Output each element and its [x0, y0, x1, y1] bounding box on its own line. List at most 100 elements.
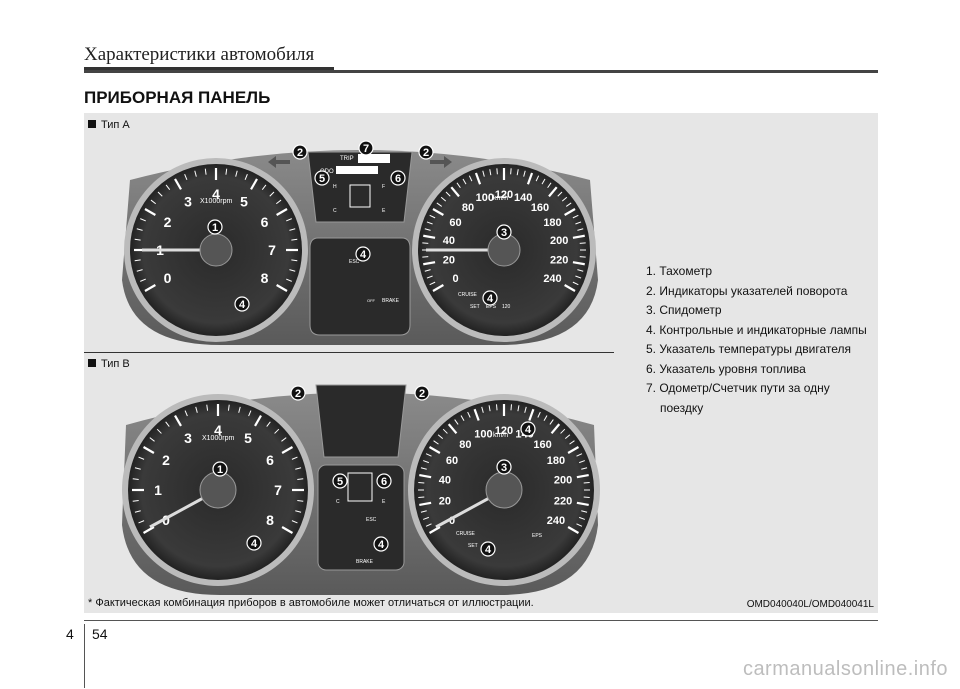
temp-b-c-label: C — [336, 499, 340, 505]
speedo-number: 80 — [462, 202, 474, 214]
tach-tick — [184, 174, 188, 180]
speedo-number: 240 — [543, 273, 561, 285]
callout-marker: 6 — [376, 473, 392, 489]
speedo-ticks — [422, 168, 586, 292]
footer-rule — [84, 620, 878, 621]
tach-b-tick — [291, 456, 298, 460]
legend-item: 7. Одометр/Счетчик пути за одну — [646, 381, 830, 395]
speedo-b-number: 40 — [439, 474, 451, 486]
tach-b-tick — [227, 404, 230, 411]
tach-b-tick — [274, 428, 280, 434]
tach-tick — [250, 178, 258, 190]
tach-tick — [157, 191, 163, 197]
footnote: * Фактическая комбинация приборов в авто… — [88, 597, 534, 609]
tach-b-tick — [165, 421, 170, 427]
speedo-tick — [422, 242, 429, 244]
callout-marker: 4 — [355, 246, 371, 262]
set-b-indicator: SET — [468, 543, 478, 549]
speedo-number: 100 — [476, 192, 494, 204]
tach-b-tick — [138, 456, 145, 460]
speedo-b-tick — [418, 496, 425, 498]
callout-marker: 2 — [292, 144, 308, 160]
tach-tick — [289, 269, 296, 272]
speedo-b-tick — [419, 473, 432, 479]
tach-tick — [144, 208, 156, 216]
speedo-tick — [496, 168, 498, 175]
speedo-b-number: 180 — [547, 455, 565, 467]
svg-text:1: 1 — [217, 464, 223, 476]
tach-b-number: 6 — [266, 452, 274, 468]
tach-b-tick — [132, 499, 139, 502]
center-lcd-b — [315, 384, 407, 458]
speedo-b-tick — [428, 446, 441, 454]
speedo-b-tick — [517, 405, 520, 412]
speedo-b-number: 80 — [459, 439, 471, 451]
callout-marker: 2 — [414, 385, 430, 401]
speedo-b-tick — [581, 510, 588, 513]
legend-item: 2. Индикаторы указателей поворота — [646, 283, 848, 298]
tach-b-tick — [134, 467, 141, 470]
speedo-b-tick — [420, 510, 427, 513]
tach-tick — [244, 174, 248, 180]
speedo-tick — [424, 269, 431, 272]
trip-label: TRIP — [340, 156, 354, 162]
tach-b-number: 8 — [266, 512, 274, 528]
callout-marker: 5 — [314, 170, 330, 186]
gear-indicator — [349, 184, 371, 208]
speedo-b-tick — [420, 467, 427, 470]
speedo-tick — [424, 228, 431, 231]
tach-tick — [269, 191, 275, 197]
speedo-b-tick — [543, 415, 548, 421]
speedo-tick — [510, 168, 512, 175]
svg-text:4: 4 — [360, 249, 367, 261]
legend-item-continuation: поездку — [660, 400, 704, 415]
tach-b-number: 1 — [154, 482, 162, 498]
speedo-tick — [426, 275, 433, 279]
speedo-number: 120 — [495, 189, 513, 201]
callout-marker: 4 — [246, 535, 262, 551]
speedo-unit: km/h — [493, 195, 508, 202]
callout-marker: 1 — [207, 219, 223, 235]
tach-tick — [276, 284, 288, 292]
speedo-tick — [561, 196, 568, 202]
speedo-b-tick — [437, 434, 444, 439]
tach-b-tick — [138, 520, 145, 524]
speedo-tick — [564, 284, 576, 292]
speedo-b-number: 120 — [495, 425, 513, 437]
speedo-b-tick — [510, 404, 512, 411]
speedo-tick — [572, 214, 579, 219]
tach-tick — [134, 259, 141, 262]
speedo-b-tick — [567, 526, 580, 534]
legend-item: 1. Тахометр — [646, 264, 713, 278]
tach-number: 6 — [261, 214, 269, 230]
tach-number: 3 — [184, 193, 192, 209]
tach-number: 4 — [212, 186, 220, 202]
tach-b-tick — [134, 510, 141, 513]
svg-text:4: 4 — [378, 539, 385, 551]
speedo-b-number: 220 — [554, 495, 572, 507]
svg-text:4: 4 — [251, 538, 258, 550]
eps-b-indicator: EPS — [532, 533, 543, 539]
speedo-b-tick — [583, 482, 590, 484]
legend-list: 1. Тахометр 2. Индикаторы указателей пов… — [646, 262, 867, 418]
speedo-tick — [572, 234, 585, 239]
speedo-tick — [423, 261, 436, 266]
speedo-tick — [579, 242, 586, 244]
tach-b-number: 3 — [184, 430, 192, 446]
callout-marker: 7 — [358, 140, 374, 156]
tach-b-tick — [174, 414, 182, 427]
speedo-tick — [432, 284, 444, 292]
tach-b-tick — [206, 404, 209, 411]
speedo-number: 140 — [514, 192, 532, 204]
callout-marker: 4 — [480, 541, 496, 557]
tach-tick — [144, 284, 156, 292]
tach-tick — [261, 184, 267, 191]
warning-lamp-panel — [309, 237, 411, 336]
speedo-tick — [577, 228, 584, 231]
tach-b-tick — [281, 437, 287, 442]
tach-b-hub — [199, 471, 237, 509]
speedo-b-tick — [567, 446, 580, 454]
callout-marker: 6 — [390, 170, 406, 186]
speedo-tick — [482, 170, 485, 177]
